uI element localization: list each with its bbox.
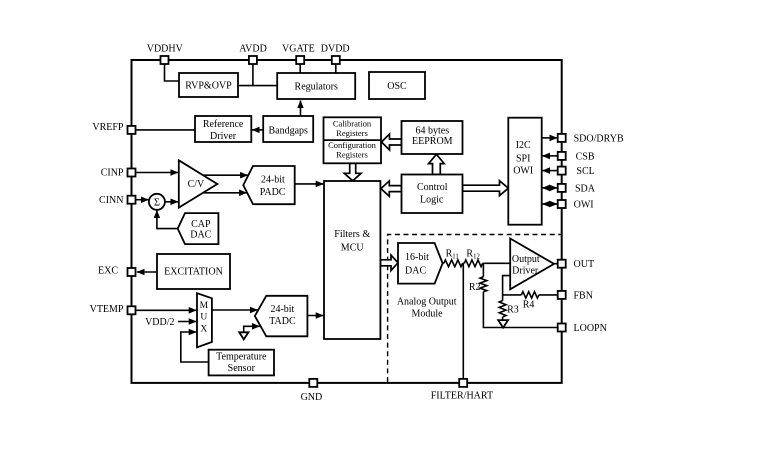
svg-text:24-bit: 24-bit — [261, 174, 285, 185]
svg-text:EXC: EXC — [98, 265, 118, 276]
svg-text:Driver: Driver — [210, 131, 237, 142]
svg-text:64 bytes: 64 bytes — [415, 125, 449, 136]
svg-text:Reference: Reference — [203, 119, 244, 130]
svg-text:SCL: SCL — [576, 166, 594, 177]
svg-text:Registers: Registers — [336, 150, 368, 160]
svg-text:FBN: FBN — [574, 290, 593, 301]
svg-text:CSB: CSB — [576, 151, 595, 162]
svg-text:X: X — [200, 325, 207, 335]
svg-text:OWI: OWI — [574, 200, 594, 211]
svg-text:Logic: Logic — [420, 195, 444, 206]
svg-text:RVP&OVP: RVP&OVP — [185, 81, 232, 92]
svg-text:CAP: CAP — [191, 219, 211, 230]
svg-text:I2C: I2C — [516, 140, 531, 151]
svg-text:AVDD: AVDD — [239, 44, 267, 55]
svg-text:VREFP: VREFP — [92, 122, 124, 133]
svg-text:VDDHV: VDDHV — [147, 44, 184, 55]
svg-text:LOOPN: LOOPN — [574, 323, 607, 334]
svg-text:Bandgaps: Bandgaps — [268, 125, 308, 136]
svg-text:24-bit: 24-bit — [270, 304, 294, 315]
svg-text:TADC: TADC — [269, 316, 296, 327]
svg-text:Filters &: Filters & — [334, 229, 370, 240]
svg-text:OWI: OWI — [513, 165, 533, 176]
svg-text:CINP: CINP — [101, 168, 124, 179]
svg-text:16-bit: 16-bit — [405, 252, 429, 263]
svg-text:OUT: OUT — [574, 259, 595, 270]
svg-text:DAC: DAC — [405, 265, 426, 276]
svg-text:Output: Output — [512, 254, 540, 265]
svg-text:CINN: CINN — [99, 195, 123, 206]
svg-text:Sensor: Sensor — [228, 363, 256, 374]
svg-text:Analog Output: Analog Output — [397, 297, 457, 308]
svg-text:VTEMP: VTEMP — [90, 304, 124, 315]
svg-text:Control: Control — [417, 182, 448, 193]
svg-text:C/V: C/V — [188, 179, 205, 190]
svg-text:SDO/DRYB: SDO/DRYB — [574, 133, 624, 144]
svg-text:OSC: OSC — [387, 81, 407, 92]
svg-text:Module: Module — [411, 308, 443, 319]
svg-text:Σ: Σ — [154, 198, 160, 209]
svg-text:R2: R2 — [469, 282, 481, 293]
svg-text:R3: R3 — [507, 305, 519, 316]
svg-text:DVDD: DVDD — [321, 44, 350, 55]
svg-text:EXCITATION: EXCITATION — [164, 266, 223, 277]
svg-text:MCU: MCU — [341, 242, 365, 253]
svg-text:Calibration: Calibration — [333, 119, 372, 129]
svg-text:U: U — [200, 313, 207, 323]
svg-text:FILTER/HART: FILTER/HART — [431, 391, 493, 402]
svg-text:PADC: PADC — [260, 187, 286, 198]
svg-text:SPI: SPI — [516, 154, 530, 165]
svg-text:Registers: Registers — [336, 128, 368, 138]
svg-text:VGATE: VGATE — [282, 44, 315, 55]
svg-text:EEPROM: EEPROM — [412, 136, 453, 147]
svg-text:GND: GND — [301, 392, 323, 403]
svg-text:Temperature: Temperature — [216, 352, 267, 363]
svg-text:R4: R4 — [523, 300, 535, 311]
svg-text:VDD/2: VDD/2 — [145, 317, 174, 328]
svg-text:Configuration: Configuration — [328, 140, 376, 150]
svg-text:Driver: Driver — [512, 265, 539, 276]
svg-text:Regulators: Regulators — [295, 81, 338, 92]
svg-text:SDA: SDA — [575, 183, 596, 194]
svg-text:M: M — [200, 301, 209, 311]
svg-text:DAC: DAC — [190, 230, 211, 241]
